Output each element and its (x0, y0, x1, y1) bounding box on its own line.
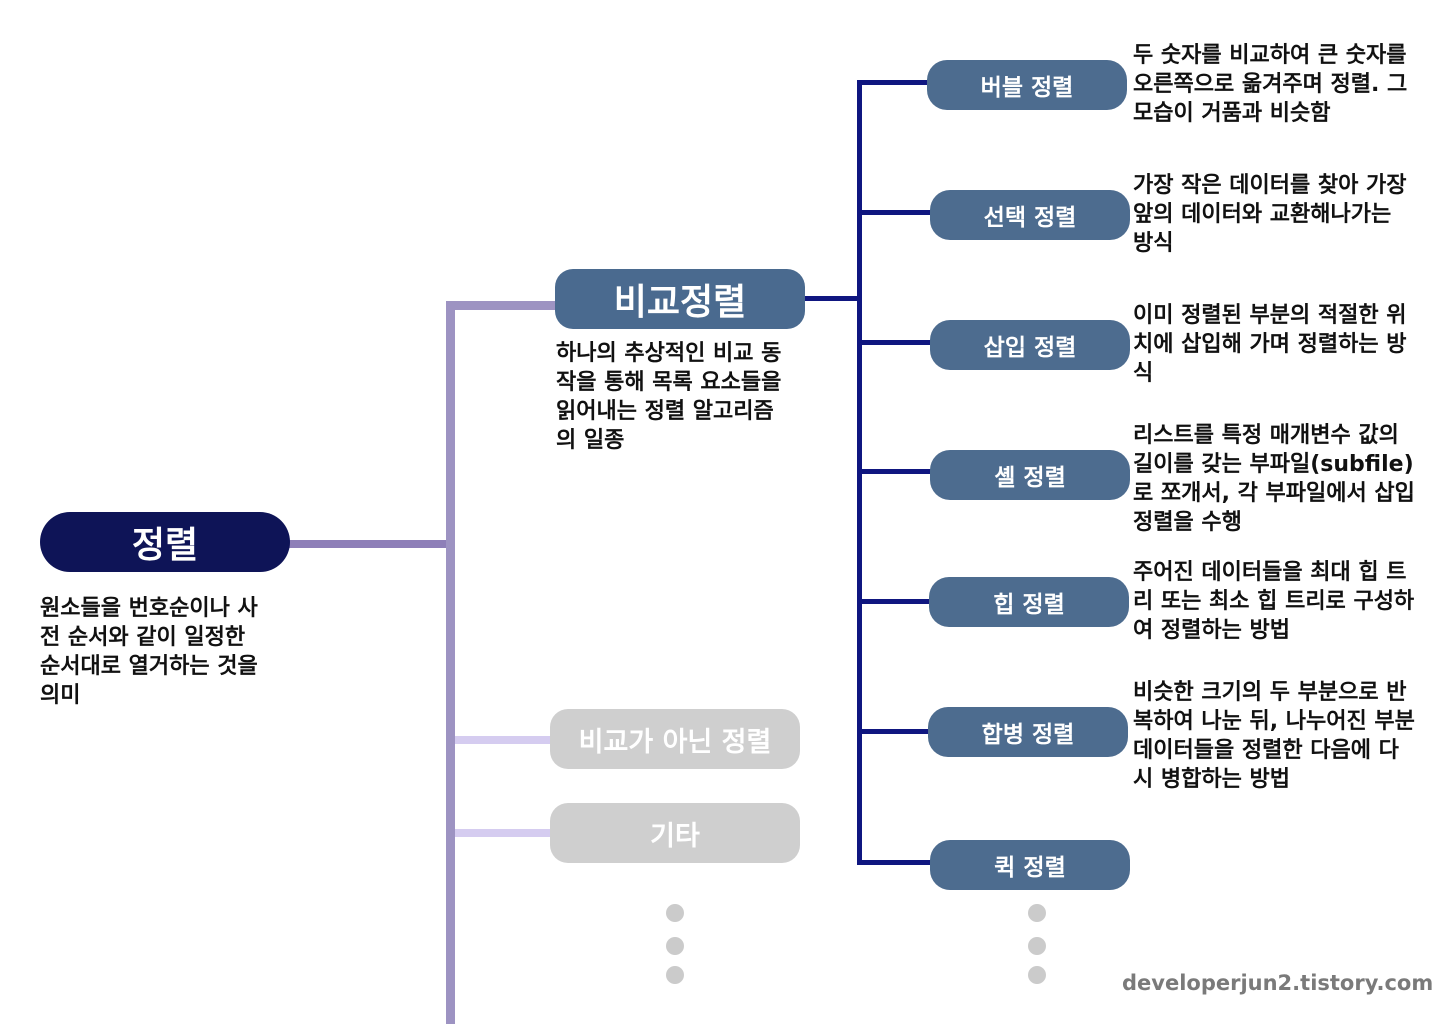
comparison-connector (446, 301, 556, 310)
heap-sort-description: 주어진 데이터들을 최대 힙 트 리 또는 최소 힙 트리로 구성하 여 정렬하… (1133, 560, 1415, 643)
algo-branch-bubble (857, 80, 929, 85)
insertion-sort-description: 이미 정렬된 부분의 적절한 위 치에 삽입해 가며 정렬하는 방 식 (1133, 303, 1407, 386)
algo-branch-heap (857, 599, 932, 604)
root-node-label: 정렬 (131, 525, 199, 566)
heap-sort-node[interactable]: 힙 정렬 (929, 577, 1129, 627)
bubble-sort-node[interactable]: 버블 정렬 (927, 60, 1127, 110)
algo-branch-insertion (857, 340, 932, 345)
other-category-node[interactable]: 기타 (550, 803, 800, 863)
non-comparison-sort-label: 비교가 아닌 정렬 (578, 726, 772, 758)
comparison-sort-description: 하나의 추상적인 비교 동 작을 통해 목록 요소들을 읽어내는 정렬 알고리즘… (556, 341, 782, 453)
category-trunk (446, 301, 455, 1024)
quick-sort-label: 퀵 정렬 (994, 855, 1066, 881)
root-connector (288, 540, 450, 548)
algo-branch-selection (857, 210, 932, 215)
bubble-sort-description: 두 숫자를 비교하여 큰 숫자를 오른쪽으로 옮겨주며 정렬. 그 모습이 거품… (1133, 43, 1408, 126)
watermark: developerjun2.tistory.com (1122, 971, 1434, 995)
comparison-sort-label: 비교정렬 (613, 282, 747, 323)
bubble-sort-label: 버블 정렬 (980, 75, 1074, 101)
root-node[interactable]: 정렬 (40, 512, 290, 572)
selection-sort-label: 선택 정렬 (983, 205, 1077, 231)
selection-sort-description: 가장 작은 데이터를 찾아 가장 앞의 데이터와 교환해나가는 방식 (1133, 173, 1407, 256)
comparison-to-algo-connector (804, 296, 862, 301)
more-algorithms-dot (1028, 966, 1046, 984)
algo-branch-shell (857, 469, 932, 474)
insertion-sort-node[interactable]: 삽입 정렬 (930, 320, 1130, 370)
more-algorithms-dot (1028, 937, 1046, 955)
merge-sort-description: 비슷한 크기의 두 부분으로 반 복하여 나눈 뒤, 나누어진 부분 데이터들을… (1133, 680, 1415, 792)
more-categories-dot (666, 904, 684, 922)
more-algorithms-dot (1028, 904, 1046, 922)
quick-sort-node[interactable]: 퀵 정렬 (930, 840, 1130, 890)
merge-sort-label: 합병 정렬 (981, 722, 1075, 748)
shell-sort-description: 리스트를 특정 매개변수 값의 길이를 갖는 부파일(subfile) 로 쪼개… (1133, 423, 1415, 535)
root-description: 원소들을 번호순이나 사 전 순서와 같이 일정한 순서대로 열거하는 것을 의… (40, 596, 258, 708)
heap-sort-label: 힙 정렬 (993, 592, 1065, 618)
shell-sort-label: 셸 정렬 (994, 465, 1066, 491)
more-categories-dot (666, 937, 684, 955)
merge-sort-node[interactable]: 합병 정렬 (928, 707, 1128, 757)
insertion-sort-label: 삽입 정렬 (983, 335, 1077, 361)
more-categories-dot (666, 966, 684, 984)
other-connector (455, 829, 552, 837)
other-category-label: 기타 (650, 820, 700, 852)
algo-branch-merge (857, 729, 932, 734)
non-comparison-sort-node[interactable]: 비교가 아닌 정렬 (550, 709, 800, 769)
non-comparison-connector (455, 736, 552, 744)
shell-sort-node[interactable]: 셸 정렬 (930, 450, 1130, 500)
selection-sort-node[interactable]: 선택 정렬 (930, 190, 1130, 240)
comparison-sort-node[interactable]: 비교정렬 (555, 269, 805, 329)
algo-branch-quick (857, 860, 932, 865)
